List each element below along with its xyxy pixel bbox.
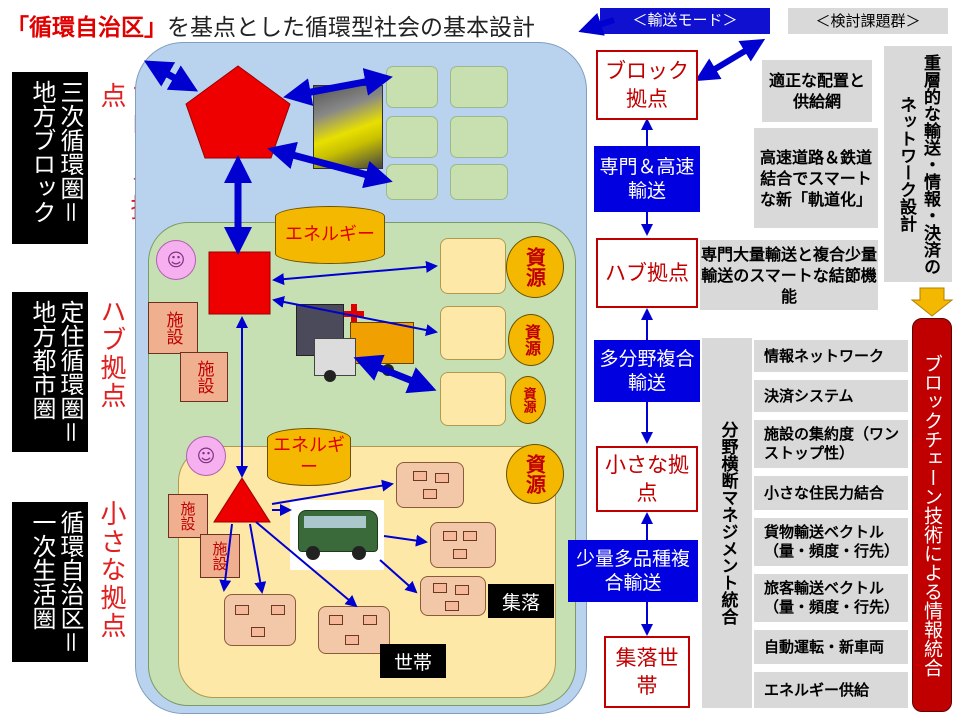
house-group: [224, 594, 296, 646]
task-item: 自動運転・新車両: [754, 630, 908, 664]
house-group: [420, 576, 486, 616]
energy-tank: エネルギー: [267, 428, 351, 486]
task-item: エネルギー供給: [754, 672, 908, 708]
issue-node: 専門大量輸送と複合少量輸送のスマートな結節機能: [700, 240, 878, 310]
resource-circle: 資源: [506, 444, 564, 504]
hub-resource-area: [440, 306, 506, 360]
small-node-shape: [213, 477, 271, 523]
red-label-hub: ハブ拠点: [96, 298, 126, 410]
title-main: 「循環自治区」: [6, 15, 167, 41]
task-item: 小さな住民力結合: [754, 476, 908, 510]
chain-mode-small: 少量多品種複合輸送: [568, 540, 698, 602]
issue-cross: 分野横断マネジメント統合: [702, 338, 752, 708]
chain-block-node: ブロック拠点: [596, 50, 698, 120]
issue-blockchain: ブロックチェーン技術による情報統合: [912, 318, 952, 712]
chain-mode-multi: 多分野複合輸送: [594, 340, 700, 402]
title-rest: を基点とした循環型社会の基本設計: [167, 15, 535, 41]
task-item: 旅客輸送ベクトル（量・頻度・行先）: [754, 574, 908, 622]
mode-label: ＜輸送モード＞: [600, 8, 770, 34]
van-image: [290, 500, 384, 570]
facility-box: 施設: [168, 494, 208, 538]
house-group: [396, 462, 464, 508]
facility-box: 施設: [200, 534, 240, 578]
label-hub-region: 定住循環圏＝地方都市圏: [12, 292, 88, 452]
task-item: 施設の集約度（ワンストップ性）: [754, 420, 908, 468]
chain-hub-node: ハブ拠点: [596, 238, 698, 308]
task-item: 貨物輸送ベクトル（量・頻度・行先）: [754, 518, 908, 566]
sub-area: [450, 66, 508, 108]
sub-area: [386, 66, 438, 108]
label-block-region: 三次循環圏＝地方ブロック: [12, 72, 88, 244]
issue-network: 重層的な輸送・情報・決済のネットワーク設計: [884, 46, 952, 282]
chain-small-node: 小さな拠点: [596, 446, 698, 512]
hub-resource-area: [440, 238, 506, 294]
energy-tank: エネルギー: [275, 206, 385, 264]
resident-face-icon: ☺: [186, 436, 226, 476]
red-label-small: 小さな拠点: [96, 500, 126, 640]
household-label: 世帯: [380, 644, 446, 678]
chain-mode-fast: 専門＆高速輸送: [594, 146, 700, 212]
issue-placement: 適正な配置と供給網: [762, 60, 872, 122]
resource-circle: 資源: [506, 236, 564, 298]
resource-circle: 資源: [508, 314, 554, 366]
chain-village-node: 集落世帯: [604, 636, 690, 708]
hub-resource-area: [440, 372, 506, 426]
village-label: 集落: [488, 584, 554, 618]
issue-rail: 高速道路＆鉄道結合でスマートな新「軌道化」: [754, 128, 878, 228]
issues-label: ＜検討課題群＞: [788, 8, 948, 34]
hub-node-shape: [208, 251, 271, 315]
sub-area: [450, 116, 508, 158]
resource-circle: 資源: [510, 376, 546, 424]
house-group: [430, 522, 496, 568]
sub-area: [450, 164, 508, 200]
sub-area: [386, 116, 438, 158]
facility-box: 施設: [148, 302, 198, 354]
block-hub-shape: [185, 65, 291, 159]
page-title: 「循環自治区」を基点とした循環型社会の基本設計: [6, 8, 535, 42]
resident-face-icon: ☺: [156, 240, 196, 280]
label-small-region: 循環自治区＝一次生活圏: [12, 502, 88, 662]
house-group: [318, 606, 390, 654]
task-item: 決済システム: [754, 380, 908, 412]
facility-box: 施設: [180, 352, 228, 402]
task-item: 情報ネットワーク: [754, 340, 908, 372]
down-arrow-icon: [910, 287, 954, 317]
